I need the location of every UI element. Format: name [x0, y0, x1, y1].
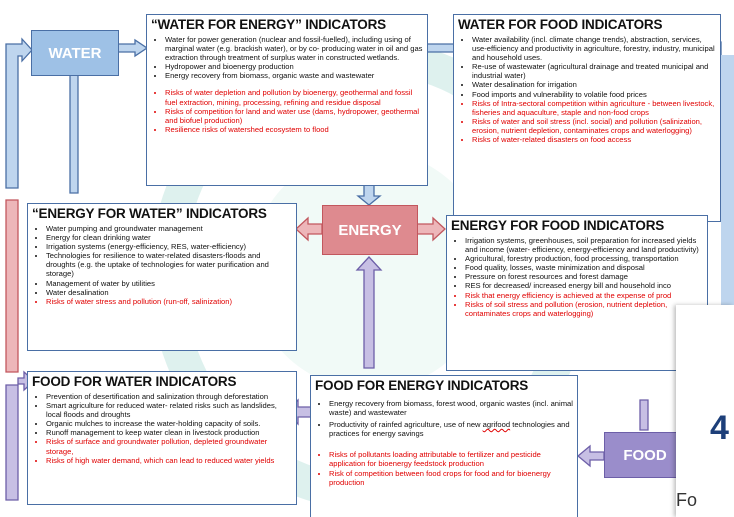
arrow-energy-to-energy-for-food: [416, 216, 446, 242]
water-for-food-box: WATER FOR FOOD INDICATORS Water availabi…: [453, 14, 721, 222]
arrow-food-to-food-for-energy: [576, 444, 605, 468]
food-node: FOOD: [604, 432, 686, 478]
list-item-risk: Risks of pollutants loading attributable…: [329, 450, 573, 468]
overlapping-panel: 4 Fo: [676, 305, 734, 517]
list-item: Organic mulches to increase the water-ho…: [46, 419, 292, 428]
energy-for-water-list: Water pumping and groundwater management…: [32, 224, 292, 306]
list-item: Re-use of wastewater (agricultural drain…: [472, 62, 716, 80]
list-item: Runoff management to keep water clean in…: [46, 428, 292, 437]
arrow-energy-to-energy-for-water: [295, 216, 323, 242]
list-item: Management of water by utilities: [46, 279, 292, 288]
energy-for-water-title: “ENERGY FOR WATER” INDICATORS: [32, 206, 267, 221]
list-item: Prevention of desertification and salini…: [46, 392, 292, 401]
list-item: Smart agriculture for reduced water- rel…: [46, 401, 292, 419]
energy-for-food-title: ENERGY FOR FOOD INDICATORS: [451, 218, 665, 233]
list-item-risk: Risks of surface and groundwater polluti…: [46, 437, 292, 455]
list-item: Water for power generation (nuclear and …: [165, 35, 423, 62]
energy-for-food-box: ENERGY FOR FOOD INDICATORS Irrigation sy…: [446, 215, 708, 371]
list-item-risk: Risks of water and soil stress (incl. so…: [472, 117, 716, 135]
water-node-label: WATER: [48, 44, 102, 62]
water-node: WATER: [31, 30, 119, 76]
water-for-energy-box: “WATER FOR ENERGY” INDICATORS Water for …: [146, 14, 428, 186]
list-item: Irrigation systems, greenhouses, soil pr…: [465, 236, 703, 254]
item-text-b: technologies and practices for energy sa…: [329, 420, 570, 439]
food-for-energy-title: FOOD FOR ENERGY INDICATORS: [315, 378, 529, 393]
food-for-water-box: FOOD FOR WATER INDICATORS Prevention of …: [27, 371, 297, 505]
food-for-energy-box: FOOD FOR ENERGY INDICATORS Energy recove…: [310, 375, 578, 517]
list-item: Water pumping and groundwater management: [46, 224, 292, 233]
spellcheck-word: agrifood: [482, 420, 511, 430]
list-item: RES for decreased/ increased energy bill…: [465, 281, 703, 290]
list-item: Productivity of rainfed agriculture, use…: [329, 420, 573, 438]
list-item: Water availability (incl. climate change…: [472, 35, 716, 62]
list-item-risk: Risks of soil stress and pollution (eros…: [465, 300, 703, 318]
arrow-water-to-water-for-energy: [117, 38, 149, 58]
arrow-right-purple: [639, 399, 649, 431]
arrow-left-lower-vertical: [5, 384, 19, 501]
food-for-water-title: FOOD FOR WATER INDICATORS: [32, 374, 237, 389]
energy-node-label: ENERGY: [338, 221, 402, 239]
arrow-water-down: [69, 74, 79, 194]
list-item-risk: Risks of water depletion and pollution b…: [165, 88, 423, 106]
panel-large-glyph: 4: [710, 409, 729, 447]
arrow-left-pink-vertical: [5, 199, 19, 373]
list-item: Technologies for resilience to water-rel…: [46, 251, 292, 278]
list-item-risk: Risk of competition between food crops f…: [329, 469, 573, 487]
food-for-water-list: Prevention of desertification and salini…: [32, 392, 292, 465]
water-for-food-title: WATER FOR FOOD INDICATORS: [458, 17, 663, 32]
list-item: Energy for clean drinking water: [46, 233, 292, 242]
item-text-a: Productivity of rainfed agriculture, use…: [329, 420, 483, 430]
water-for-energy-list: Water for power generation (nuclear and …: [151, 35, 423, 134]
panel-text: Fo: [676, 490, 698, 510]
list-item-risk: Risks of water-related disasters on food…: [472, 135, 716, 144]
list-item-risk: Risk that energy efficiency is achieved …: [465, 291, 703, 300]
arrow-down-to-energy: [356, 184, 382, 206]
list-item-risk: Risks of competition for land and water …: [165, 107, 423, 125]
arrow-left-into-water: [5, 37, 33, 189]
list-item: Agricultural, forestry production, food …: [465, 254, 703, 263]
energy-for-water-box: “ENERGY FOR WATER” INDICATORS Water pump…: [27, 203, 297, 351]
arrow-connector-top: [425, 43, 456, 53]
list-item: Pressure on forest resources and forest …: [465, 272, 703, 281]
list-item: Water desalination for irrigation: [472, 80, 716, 89]
list-item-risk: Resilience risks of watershed ecosystem …: [165, 125, 423, 134]
energy-for-food-list: Irrigation systems, greenhouses, soil pr…: [451, 236, 703, 318]
list-item: Energy recovery from biomass, organic wa…: [165, 71, 423, 80]
list-item: Hydropower and bioenergy production: [165, 62, 423, 71]
water-for-food-list: Water availability (incl. climate change…: [458, 35, 716, 144]
food-node-label: FOOD: [623, 446, 667, 464]
energy-node: ENERGY: [322, 205, 418, 255]
water-for-energy-title: “WATER FOR ENERGY” INDICATORS: [151, 17, 386, 32]
list-item-risk: Risks of high water demand, which can le…: [46, 456, 292, 465]
list-item: Water desalination: [46, 288, 292, 297]
arrow-up-into-energy: [355, 256, 383, 369]
list-item-risk: Risks of Intra-sectoral competition with…: [472, 99, 716, 117]
list-item: Irrigation systems (energy-efficiency, R…: [46, 242, 292, 251]
list-item-risk: Risks of water stress and pollution (run…: [46, 297, 292, 306]
food-for-energy-list: Energy recovery from biomass, forest woo…: [315, 399, 573, 487]
list-item: Food quality, losses, waste minimization…: [465, 263, 703, 272]
list-item: Energy recovery from biomass, forest woo…: [329, 399, 573, 417]
list-item: Food imports and vulnerability to volati…: [472, 90, 716, 99]
